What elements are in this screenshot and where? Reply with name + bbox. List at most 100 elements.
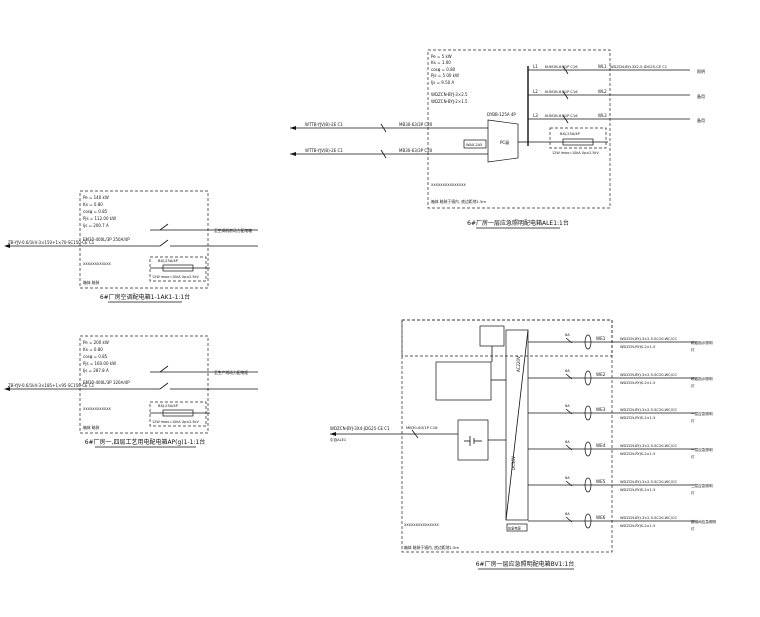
apg1-footer-note: 箱体 暗装 [83,425,100,430]
ak1-input-cable: ZB-YJV-0.6/1kV-3×150+1×70-SC150-CE C1 [8,240,95,245]
ak1-footer-note: 箱体 暗装 [83,280,100,285]
apg1-footer-code: XXXXXXXXXXXX [83,407,112,411]
bv1-output-breaker: 6A [565,333,570,337]
bv1-input-cable: WDZCN-BYJ-3X4-JDG25-CE C1 [330,426,390,431]
bv1-title: 6#厂房一层应急照明配电箱BV1:1台 [476,560,575,568]
bv1-central-column [505,329,529,521]
ale1-param-kx: Kx = 1.00 [431,60,451,65]
bv1-output-cable2: WDZCN-RYJS-2×1.5 [620,524,655,528]
bv1-output-breaker: 6A [565,476,570,480]
ale1-footer-note: 箱体 暗装于墙内, 底边距地1.5m [431,199,486,204]
apg1-output-dest: 至生产线动力配电柜 [214,370,248,375]
bv1-output-circuit-id: WE3 [596,407,606,412]
ale1-input1-breaker: MB30-63/3P C20 [399,122,433,127]
apg1-input-cable: ZB-YJV-0.6/1kV-3×185+1×95-SC150-CE C1 [8,383,95,388]
ale1-out1-circuit: WL1 [598,64,607,69]
ale1-ats-symbol [487,119,519,163]
bv1-output-ct-symbol [584,513,592,529]
bv1-output-ct-symbol [584,405,592,421]
ak1-spd-frame [149,256,207,282]
ale1-param-cos: cosφ = 0.80 [431,67,456,72]
ale1-switch-box [463,139,487,149]
ak1-footer-code: XXXXXXXXXXXX [83,262,112,266]
bv1-output-cable1: WDZCN-BYJ-3×2.5-SC20-WC/CC [620,373,677,377]
bv1-center-box [506,523,528,532]
apg1-spd-frame [149,401,207,427]
ale1-out2-breaker: KUM1B-63/1P C16 [545,90,578,94]
ak1-enclosure [79,190,209,289]
bv1-output-cable1: WDZCN-BYJ-3×2.5-SC20-WC/CC [620,516,677,520]
bv1-output-circuit-id: WE6 [596,515,606,520]
panel-ale1: Pe = 5 kW Kx = 1.00 cosφ = 0.80 Pjs = 5.… [290,49,705,229]
ale1-input1-cable: WTTB-YJV(B)-2E C1 [305,122,343,127]
bv1-output-cable1: WDZCN-BYJ-3×2.5-SC20-WC/CC [620,480,677,484]
bv1-output-dest2: 灯 [691,383,695,388]
ale1-input2-breaker: MB30-63/3P C20 [399,148,433,153]
ak1-param-kx: Kx = 0.80 [83,202,103,207]
bv1-output-dest: 楼梯间应急照明 [691,519,717,524]
apg1-title: 6#厂房一,四层工艺用电配电箱AP(g)1-1:1台 [85,438,206,446]
ale1-out3-circuit: WL3 [598,113,607,118]
ale1-param-pe: Pe = 5 kW [431,54,452,59]
bv1-output-switch [565,373,573,380]
bv1-output-cable2: WDZCN-RYJS-2×1.5 [620,381,655,385]
bv1-output-dest2: 灯 [691,418,695,423]
bv1-output-cable1: WDZCN-BYJ-3×2.5-SC20-WC/CC [620,408,677,412]
apg1-spd-note: 12W Imax=10kA Up≤2.5kV [152,420,199,424]
apg1-param-ijs: Ijs = 287.8 A [83,368,109,373]
ale1-feeder-cable2: WDZCN-BYJ-2×1.5 [431,99,468,104]
bv1-output-dest: 疏散指示照明 [691,376,713,381]
ale1-input2-cable: WTTB-YJV(B)-2E C1 [305,148,343,153]
bv1-output-ct-symbol [584,334,592,350]
ale1-out2-circuit: WL2 [598,89,607,94]
ale1-feeder-cable: WDZCN-BYJ-3×2.5 [431,92,468,97]
apg1-breaker: EM30-400L/3P 320A/4P [83,380,130,385]
ale1-out3-dest: 备用 [697,117,705,123]
ale1-footer-code: XXXXXXXXXXXXXXX [431,183,467,187]
ale1-output-l1: L1 KUM1B-63/1P C16 WL1 WDZCN-BYJ-3X2.5-J… [528,64,705,75]
bv1-output-switch [565,337,573,344]
ale1-input1-switch [380,123,387,133]
ale1-output-l2: L2 KUM1B-63/1P C16 WL2 备用 [528,89,705,100]
ak1-spd-label: BXJ-25A/4P [158,259,179,263]
ak1-param-pjs: Pjs = 112.00 kW [83,216,116,221]
ale1-output-l3: L3 KUM1B-63/1P C16 WL3 备用 [528,113,705,124]
bv1-output-dest2: 灯 [691,347,695,352]
apg1-breaker-switch [159,382,169,390]
apg1-param-cos: cosφ = 0.85 [83,354,108,359]
ale1-spd-frame [549,127,607,149]
ale1-param-ijs: Ijs = 9.50 A [431,80,454,85]
ale1-out2-phase: L2 [533,89,538,94]
ale1-out2-dest: 备用 [697,93,705,99]
ale1-out1-dest: 照明 [697,69,705,74]
bv1-input-arrow [330,432,336,436]
bv1-top-frame [401,319,613,357]
ak1-output-dest: 至空调机房动力配电箱 [214,228,252,233]
bv1-output-dest2: 灯 [691,526,695,531]
bv1-output-circuit-id: WE4 [596,443,606,448]
bv1-center-box-label: 应急电源 [508,526,522,531]
bv1-output-switch [565,516,573,523]
ale1-out1-phase: L1 [533,64,538,69]
bv1-output-cable2: WDZCN-RYJS-2×1.5 [620,345,655,349]
bv1-input-breaker: MB30-63/1P C16 [406,425,438,430]
battery-icon [464,436,482,446]
ak1-param-cos: cosφ = 0.85 [83,209,108,214]
apg1-input-arrow [4,387,10,391]
ale1-out1-cable: WDZCN-BYJ-3X2.5-JDG25-CE C1 [610,65,667,69]
ale1-param-pjs: Pjs = 5.00 kW [431,73,459,78]
panel-apg1: Pe = 200 kW Kx = 0.80 cosφ = 0.85 Pjs = … [4,335,258,448]
ale1-out3-phase: L3 [533,113,538,118]
bv1-output-circuit-id: WE2 [596,372,606,377]
ale1-out3-breaker: KUM1B-63/1P C16 [545,114,578,118]
bv1-output-cable2: WDZCN-RYJS-2×1.5 [620,452,655,456]
ale1-ats-label2: PC级 [500,139,509,145]
bv1-output-switch [565,444,573,451]
ale1-enclosure [427,49,611,209]
